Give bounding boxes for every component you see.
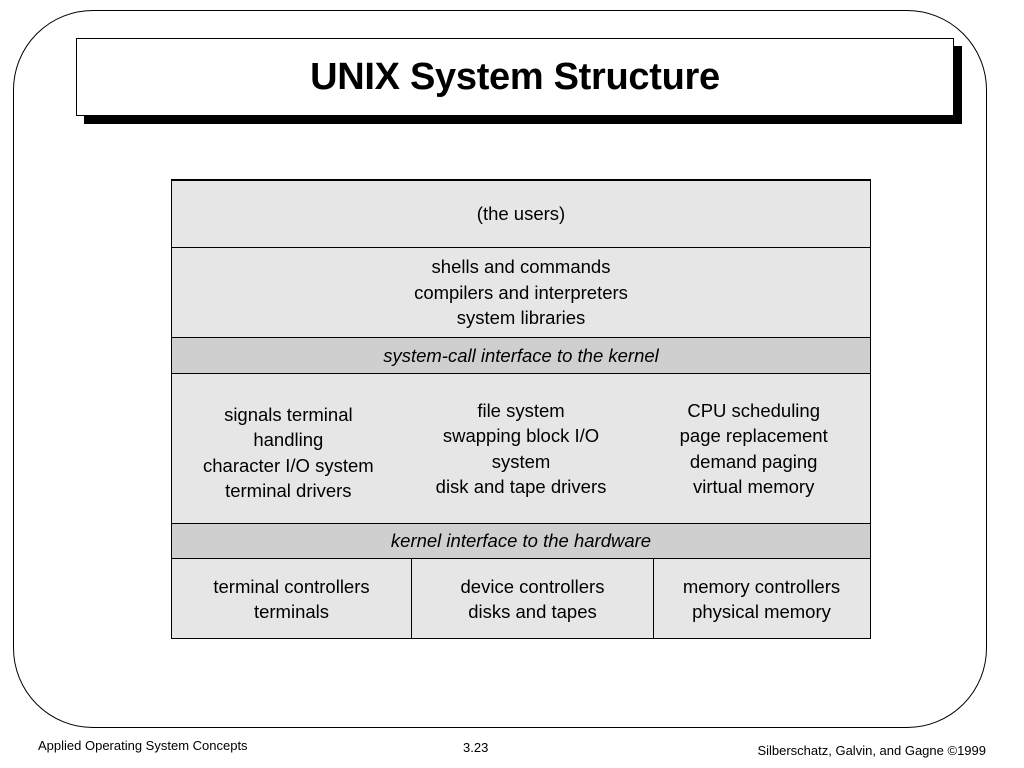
hardware-line: terminal controllers bbox=[213, 575, 370, 597]
hardware-line: device controllers bbox=[460, 575, 605, 597]
kernel-line: CPU scheduling bbox=[687, 399, 820, 421]
hardware-line: physical memory bbox=[692, 601, 831, 622]
unix-structure-diagram: (the users) shells and commands compiler… bbox=[171, 179, 871, 639]
kernel-column-cpu: CPU scheduling page replacement demand p… bbox=[637, 374, 870, 523]
kernel-line: disk and tape drivers bbox=[435, 476, 607, 497]
footer-copyright: Silberschatz, Galvin, and Gagne ©1999 bbox=[757, 743, 986, 758]
title-box: UNIX System Structure bbox=[76, 38, 954, 116]
kernel-line: character I/O system bbox=[203, 454, 374, 476]
slide-frame bbox=[13, 10, 987, 728]
kernel-line: page replacement bbox=[679, 425, 828, 446]
kernel-line: virtual memory bbox=[693, 476, 815, 497]
hardware-column-terminals: terminal controllers terminals bbox=[172, 559, 412, 639]
hardware-interface-label: kernel interface to the hardware bbox=[390, 530, 652, 551]
syscall-interface-label: system-call interface to the kernel bbox=[383, 344, 659, 366]
programs-layer: shells and commands compilers and interp… bbox=[172, 248, 870, 338]
programs-line: shells and commands bbox=[431, 256, 611, 278]
programs-line: compilers and interpreters bbox=[414, 281, 628, 303]
kernel-line: terminal drivers bbox=[225, 480, 352, 501]
kernel-line: swapping block I/O bbox=[442, 425, 600, 446]
hardware-column-devices: device controllers disks and tapes bbox=[412, 559, 654, 639]
syscall-interface-layer: system-call interface to the kernel bbox=[172, 338, 870, 374]
kernel-line: system bbox=[491, 450, 551, 472]
kernel-layer: signals terminal handling character I/O … bbox=[172, 374, 870, 524]
programs-line: system libraries bbox=[456, 307, 586, 329]
kernel-column-file-system: file system swapping block I/O system di… bbox=[405, 374, 638, 523]
hardware-line: terminals bbox=[253, 601, 330, 622]
footer-course: Applied Operating System Concepts bbox=[38, 738, 248, 753]
slide-title: UNIX System Structure bbox=[310, 55, 720, 98]
users-layer: (the users) bbox=[172, 181, 870, 248]
kernel-line: demand paging bbox=[689, 450, 818, 472]
hardware-layer: terminal controllers terminals device co… bbox=[172, 559, 870, 639]
kernel-line: handling bbox=[253, 429, 324, 450]
hardware-column-memory: memory controllers physical memory bbox=[654, 559, 869, 639]
hardware-line: memory controllers bbox=[682, 575, 841, 597]
kernel-column-signals: signals terminal handling character I/O … bbox=[172, 374, 405, 523]
kernel-line: signals terminal bbox=[224, 403, 353, 425]
kernel-line: file system bbox=[477, 399, 565, 421]
footer-page-number: 3.23 bbox=[463, 740, 489, 755]
users-layer-label: (the users) bbox=[476, 203, 566, 224]
hardware-interface-layer: kernel interface to the hardware bbox=[172, 524, 870, 559]
hardware-line: disks and tapes bbox=[468, 601, 597, 622]
